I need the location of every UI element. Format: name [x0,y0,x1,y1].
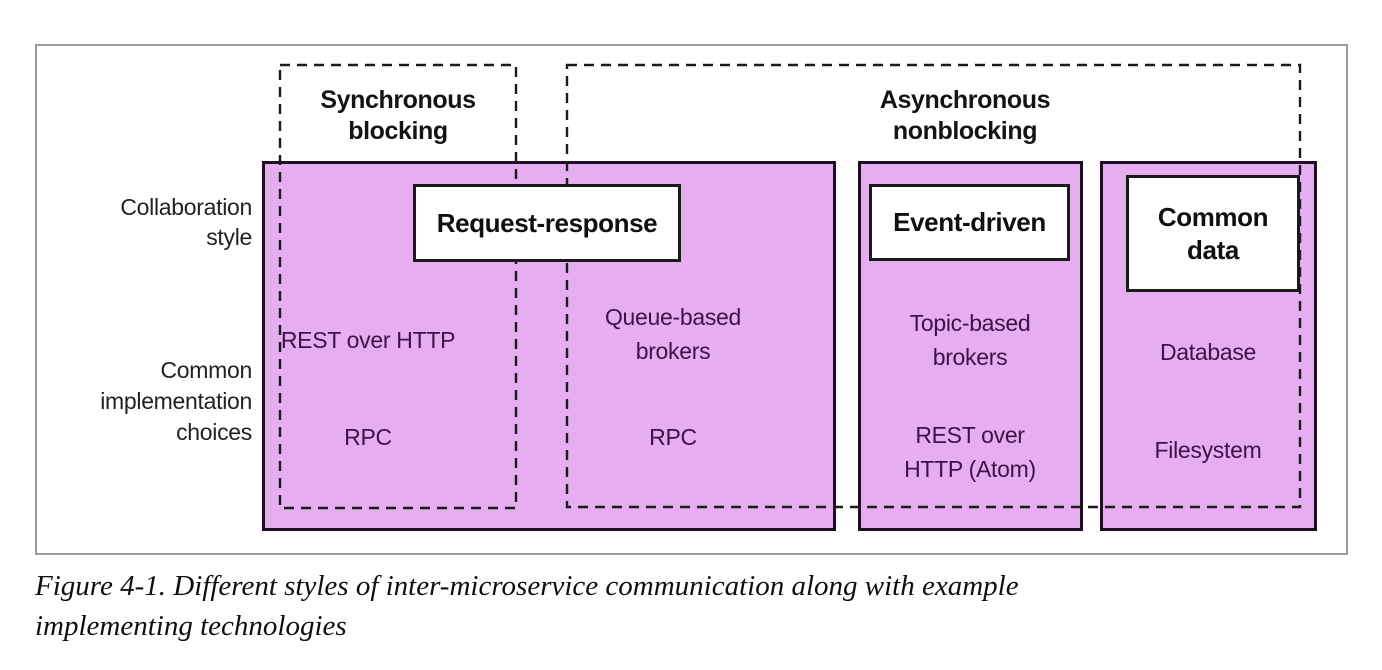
request-response-label: Request-response [436,207,658,238]
impl-rest-over-http-atom: REST over HTTP (Atom) [904,422,1036,482]
impl-filesystem: Filesystem [1154,437,1262,463]
impl-rpc-sync: RPC [344,424,392,450]
impl-topic-based-brokers: Topic-based brokers [909,310,1031,370]
common-data-label: Common data [1157,201,1269,265]
event-driven-name-plate: Event-driven [869,184,1070,261]
request-response-name-plate: Request-response [413,184,681,262]
impl-rest-over-http: REST over HTTP [280,327,456,353]
collaboration-style-row-label: Collaboration style [120,194,252,250]
asynchronous-nonblocking-label: Asynchronous nonblocking [879,86,1051,145]
synchronous-blocking-label: Synchronous blocking [320,86,476,145]
impl-database: Database [1159,339,1257,365]
implementation-choices-row-label: Common implementation choices [100,357,252,445]
figure-caption: Figure 4-1. Different styles of inter-mi… [35,570,1019,642]
impl-queue-based-brokers: Queue-based brokers [604,304,742,364]
common-data-name-plate: Common data [1126,175,1300,292]
impl-rpc-async: RPC [649,424,697,450]
event-driven-label: Event-driven [893,207,1046,237]
